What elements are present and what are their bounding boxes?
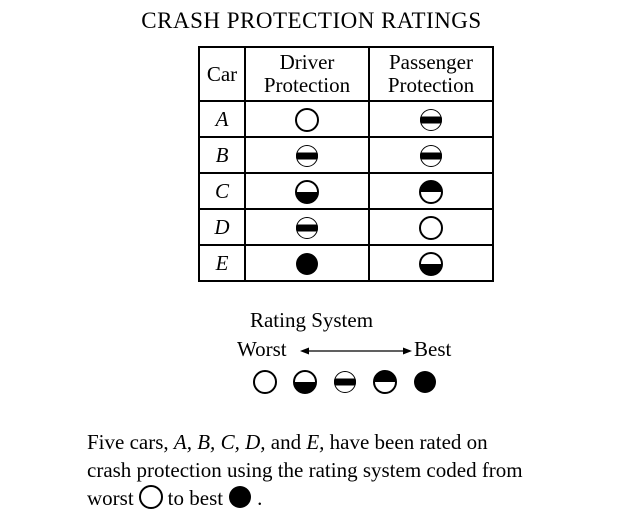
rating-symbol-icon (332, 369, 358, 395)
rating-symbol-icon (418, 251, 444, 277)
passenger-rating-cell (368, 172, 494, 210)
header-passenger-protection: Passenger Protection (368, 46, 494, 102)
rating-symbol-icon (294, 143, 320, 169)
table-row: D (198, 208, 494, 246)
rating-symbol-icon (294, 215, 320, 241)
worst-symbol-icon (138, 484, 164, 510)
desc-line2: crash protection using the rating system… (87, 458, 523, 482)
desc-car-e: E, (306, 430, 325, 454)
rating-symbol-icon (412, 369, 438, 395)
driver-rating-cell (244, 100, 370, 138)
driver-rating-cell (244, 172, 370, 210)
header-driver-line1: Driver (279, 50, 335, 74)
best-symbol-icon (227, 484, 253, 510)
header-driver-protection: Driver Protection (244, 46, 370, 102)
passenger-rating-cell (368, 136, 494, 174)
header-passenger-line2: Protection (387, 73, 475, 97)
passenger-rating-cell (368, 244, 494, 282)
desc-and: and (270, 430, 302, 454)
double-arrow-icon (300, 347, 412, 355)
desc-car-a: A, (173, 430, 192, 454)
passenger-rating-cell (368, 100, 494, 138)
header-car: Car (198, 46, 246, 102)
passenger-rating-cell (368, 208, 494, 246)
worst-label: Worst (237, 337, 287, 361)
driver-rating-cell (244, 208, 370, 246)
ratings-table: Car Driver Protection Passenger Protecti… (198, 46, 494, 282)
rating-system-title: Rating System (249, 308, 374, 332)
driver-rating-cell (244, 136, 370, 174)
page-title: CRASH PROTECTION RATINGS (141, 8, 482, 33)
desc-to-best: to best (167, 486, 224, 510)
header-driver-line2: Protection (263, 73, 351, 97)
desc-car-b: B, (197, 430, 216, 454)
table-row: C (198, 172, 494, 210)
driver-rating-cell (244, 244, 370, 282)
car-cell: C (198, 172, 246, 210)
car-cell: E (198, 244, 246, 282)
table-row: B (198, 136, 494, 174)
rating-scale-labels: Worst Best (0, 337, 623, 363)
desc-part2: have been rated on (329, 430, 488, 454)
table-row: A (198, 100, 494, 138)
rating-symbol-icon (294, 179, 320, 205)
rating-symbol-icon (252, 369, 278, 395)
table-header-row: Car Driver Protection Passenger Protecti… (198, 46, 494, 102)
rating-symbol-icon (292, 369, 318, 395)
desc-period: . (257, 486, 263, 510)
rating-symbol-icon (372, 369, 398, 395)
rating-scale-symbols (252, 369, 438, 395)
car-cell: B (198, 136, 246, 174)
car-cell: D (198, 208, 246, 246)
rating-symbol-icon (294, 107, 320, 133)
desc-worst: worst (87, 486, 134, 510)
rating-symbol-icon (418, 107, 444, 133)
best-label: Best (414, 337, 452, 361)
rating-symbol-icon (294, 251, 320, 277)
rating-symbol-icon (418, 143, 444, 169)
desc-car-c: C, (220, 430, 240, 454)
rating-symbol-icon (418, 179, 444, 205)
car-cell: A (198, 100, 246, 138)
desc-part1: Five cars, (87, 430, 169, 454)
table-row: E (198, 244, 494, 282)
description-paragraph: Five cars, A, B, C, D, and E, have been … (87, 428, 617, 512)
desc-car-d: D, (245, 430, 266, 454)
header-passenger-line1: Passenger (389, 50, 473, 74)
rating-symbol-icon (418, 215, 444, 241)
